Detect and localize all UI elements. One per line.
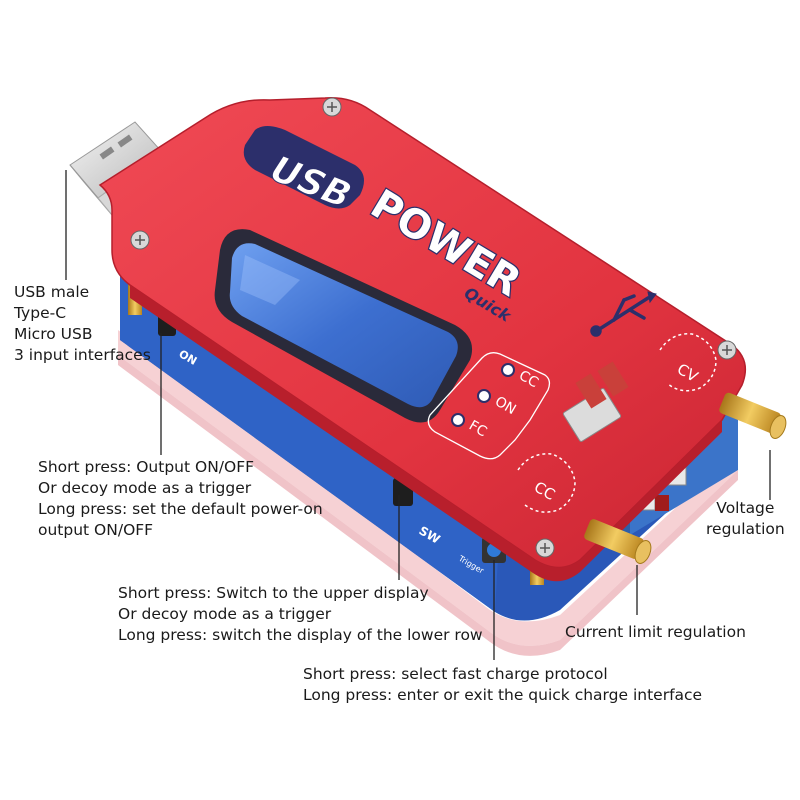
on-button-callout: Short press: Output ON/OFF Or decoy mode… — [38, 457, 323, 541]
callout-leader-lines — [65, 170, 771, 660]
sw-button-callout: Short press: Switch to the upper display… — [118, 583, 483, 646]
callout-line: Or decoy mode as a trigger — [118, 605, 332, 623]
callout-line: Short press: Output ON/OFF — [38, 458, 255, 476]
current-knob[interactable] — [583, 518, 654, 566]
callout-line: Long press: enter or exit the quick char… — [303, 686, 703, 704]
cc-led — [501, 363, 515, 377]
lever-connector — [562, 361, 629, 442]
input-interfaces-callout: USB male Type-C Micro USB 3 input interf… — [14, 282, 151, 366]
trigger-button-callout: Short press: select fast charge protocol… — [303, 664, 702, 706]
base-layers — [118, 330, 738, 656]
callout-line: Or decoy mode as a trigger — [38, 479, 252, 497]
callout-line: Short press: Switch to the upper display — [118, 584, 429, 602]
callout-line: Long press: set the default power-on — [38, 500, 323, 518]
callout-line: regulation — [706, 520, 785, 538]
on-led — [477, 389, 491, 403]
callout-line: 3 input interfaces — [14, 346, 151, 364]
callout-line: Current limit regulation — [565, 623, 746, 641]
fc-led — [451, 413, 465, 427]
callout-line: Long press: switch the display of the lo… — [118, 626, 483, 644]
callout-line: Short press: select fast charge protocol — [303, 665, 608, 683]
voltage-regulation-callout: Voltage regulation — [706, 498, 785, 540]
callout-line: Micro USB — [14, 325, 93, 343]
mode-fc-label: FC — [466, 418, 490, 441]
red-top-cover: USB POWER Quick CC ON FC — [98, 97, 747, 582]
callout-line: output ON/OFF — [38, 521, 154, 539]
voltage-knob[interactable] — [718, 392, 789, 441]
callout-line: USB male — [14, 283, 90, 301]
callout-line: Voltage — [716, 499, 775, 517]
lcd-display — [214, 229, 473, 423]
callout-line: Type-C — [14, 304, 67, 322]
usb-trident-icon — [590, 291, 657, 337]
current-limit-callout: Current limit regulation — [565, 622, 746, 643]
